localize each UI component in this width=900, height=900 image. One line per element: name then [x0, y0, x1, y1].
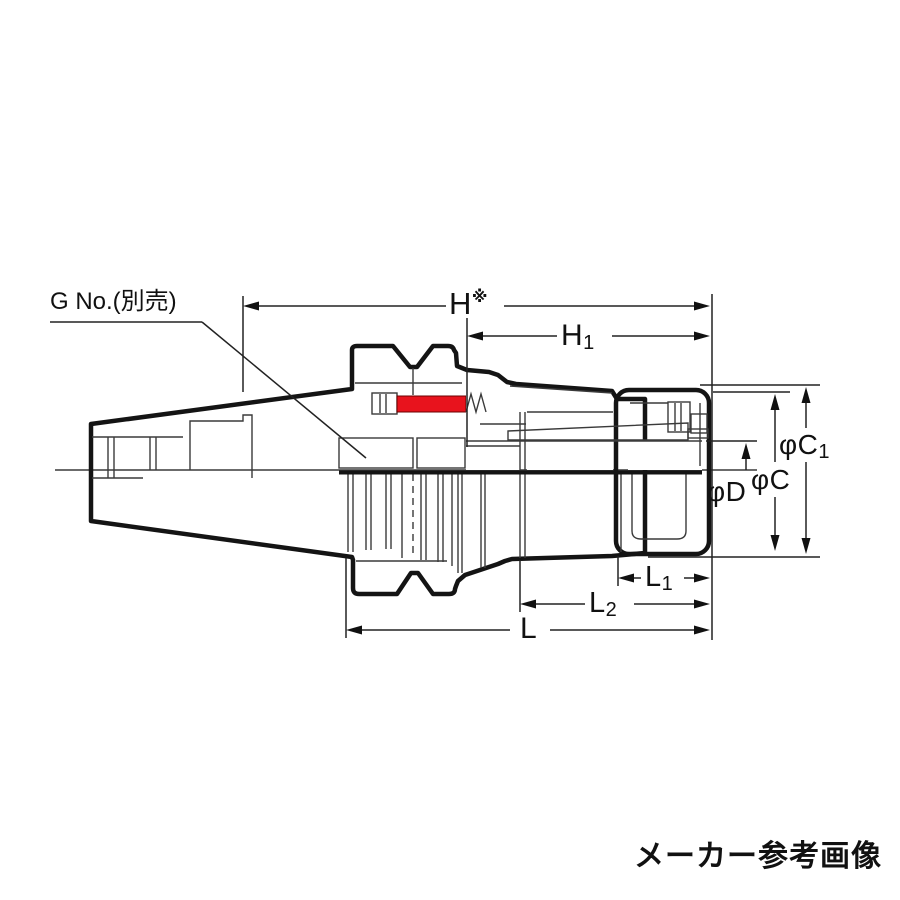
dim-l2-sub: 2 [605, 599, 618, 621]
dim-h1-sub: 1 [583, 332, 595, 354]
dim-phi-d-base: φD [707, 476, 747, 507]
dim-phi-c1-sub: 1 [818, 441, 831, 463]
nut-lock-ring [667, 401, 691, 433]
dim-h1-base: H [561, 319, 584, 352]
dim-label-l2: L2 [589, 587, 618, 621]
collet-nose-pink [687, 428, 709, 439]
dim-phi-c [770, 394, 780, 551]
dim-l2-base: L [589, 587, 606, 619]
dim-h-asterisk: ※ [471, 289, 488, 306]
dim-label-h: H※ [449, 288, 488, 319]
reference-image-caption: メーカー参考画像 [634, 842, 882, 872]
dim-h-base: H [449, 286, 472, 321]
dim-l1-base: L [645, 561, 662, 593]
body-top-inner-line [509, 385, 613, 394]
dim-l-base: L [520, 612, 538, 645]
coolant-screw-red [396, 395, 467, 413]
dim-label-l: L [520, 614, 537, 644]
body-groove-lines [347, 474, 486, 573]
nut-bore-cavity [628, 441, 702, 470]
g-no-text: G No.(別売) [50, 288, 177, 315]
dim-l1 [618, 573, 710, 583]
caption-text: メーカー参考画像 [634, 840, 882, 873]
dim-label-phi-c1: φC1 [779, 429, 831, 463]
dim-label-l1: L1 [645, 561, 674, 595]
nut-front-step [690, 413, 708, 434]
dim-h [243, 301, 710, 311]
dim-phi-c1-base: φC [779, 429, 819, 460]
screw-head [371, 392, 398, 415]
sleeve-pink-left [338, 437, 414, 469]
dim-l [346, 625, 710, 635]
dim-label-h1: H1 [561, 319, 595, 354]
dim-label-phi-d: φD [707, 478, 746, 506]
dim-label-phi-c: φC [751, 466, 790, 494]
collet-section [507, 422, 689, 441]
dim-h1 [467, 331, 710, 341]
screw-tip-hatch [465, 391, 487, 415]
taper-shank-body [88, 343, 648, 597]
dim-l1-sub: 1 [661, 573, 674, 595]
g-no-callout-label: G No.(別売) [50, 290, 177, 314]
extension-lines [242, 294, 820, 640]
sleeve-pink-right [416, 437, 466, 469]
shank-slot-section [189, 414, 253, 478]
dim-l2 [520, 599, 710, 609]
dim-phi-d [741, 443, 751, 470]
dim-phi-c-base: φC [751, 464, 791, 495]
nut-inner-profile-lower [631, 472, 687, 540]
g-no-leader [50, 321, 367, 459]
dim-phi-c1 [801, 387, 811, 554]
